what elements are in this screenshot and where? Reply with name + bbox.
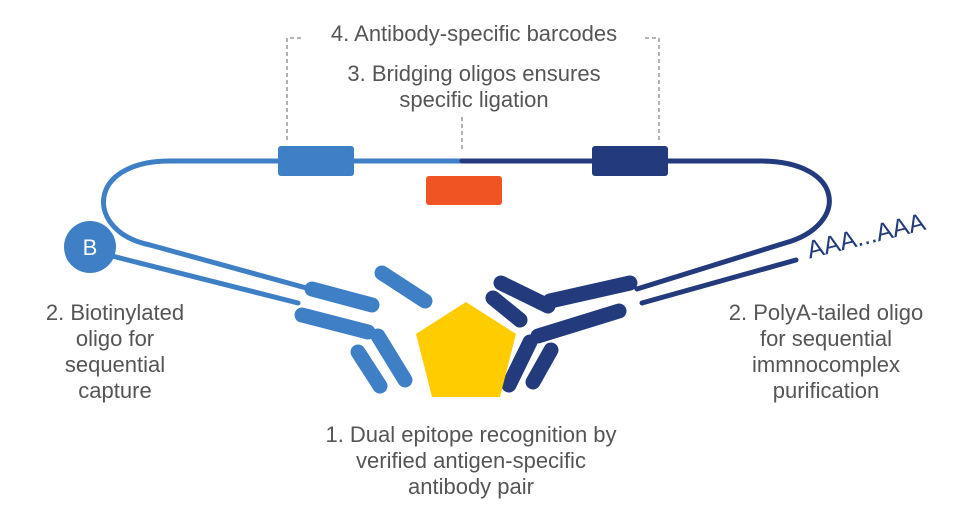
biotin-label-line-3: sequential xyxy=(65,352,165,377)
polya-oligo-label-line-1: 2. PolyA-tailed oligo xyxy=(729,300,923,325)
polya-oligo-label-line-2: for sequential xyxy=(760,326,892,351)
biotin-linker-line xyxy=(109,253,301,306)
right-oligo-loop xyxy=(459,158,832,292)
antibody-light-blue-icon xyxy=(294,265,433,394)
right-barcode-block xyxy=(592,146,668,176)
barcodes-label: 4. Antibody-specific barcodes xyxy=(331,21,617,46)
bridging-label-line-1: 3. Bridging oligos ensures xyxy=(347,61,600,86)
bridging-label-line-2: specific ligation xyxy=(399,87,548,112)
epitope-label-line-2: verified antigen-specific xyxy=(356,448,586,473)
polya-oligo-label-line-4: purification xyxy=(773,378,879,403)
biotin-marker-icon: B xyxy=(64,221,116,273)
bridging-oligo-block xyxy=(426,176,502,205)
pentagon-antigen-icon xyxy=(416,302,516,397)
left-barcode-block xyxy=(278,146,354,176)
left-oligo-loop xyxy=(101,158,465,292)
biotin-label-line-1: 2. Biotinylated xyxy=(46,300,184,325)
epitope-label-line-1: 1. Dual epitope recognition by xyxy=(325,422,616,447)
barcodes-bracket xyxy=(286,37,660,152)
epitope-label-line-3: antibody pair xyxy=(408,474,534,499)
biotin-label-line-2: oligo for xyxy=(76,326,154,351)
polya-oligo-label-line-3: immnocomplex xyxy=(752,352,900,377)
biotin-marker-letter: B xyxy=(83,235,98,260)
polya-linker-line xyxy=(639,257,799,306)
biotin-label-line-4: capture xyxy=(78,378,151,403)
antibody-dark-blue-icon xyxy=(485,275,638,393)
